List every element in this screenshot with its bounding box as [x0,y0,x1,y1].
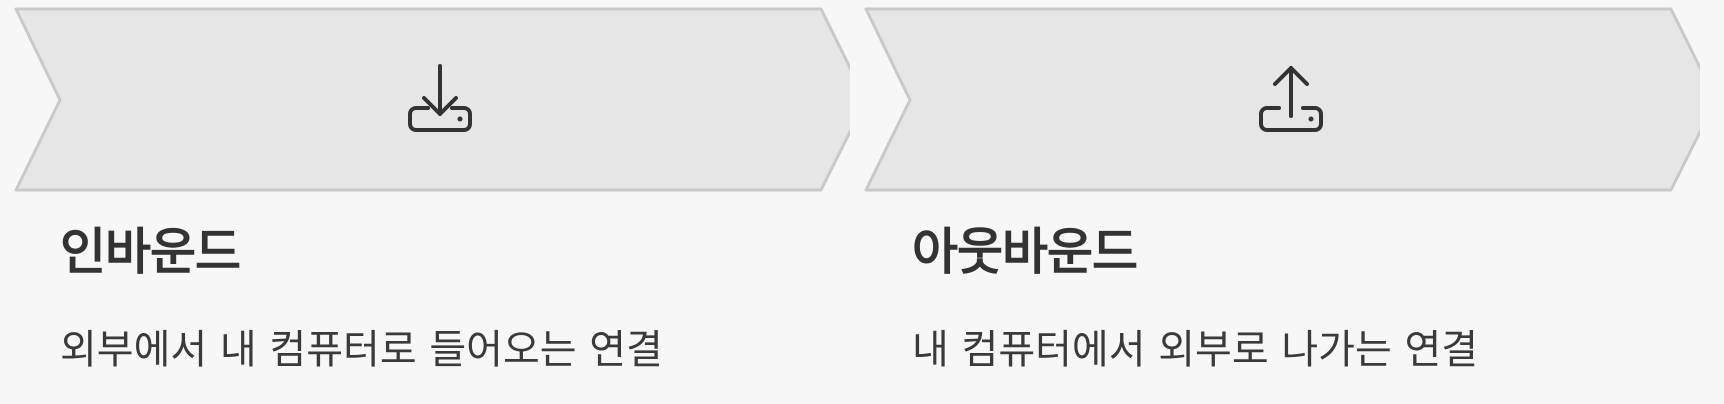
inbound-description: 외부에서 내 컴퓨터로 들어오는 연결 [60,327,663,373]
outbound-title: 아웃바운드 [912,223,1138,281]
download-tray-icon [402,62,478,138]
outbound-chevron-banner [850,0,1700,200]
outbound-description: 내 컴퓨터에서 외부로 나가는 연결 [912,327,1479,373]
upload-tray-icon [1253,62,1329,138]
inbound-card: 인바운드 외부에서 내 컴퓨터로 들어오는 연결 [0,0,850,404]
outbound-card: 아웃바운드 내 컴퓨터에서 외부로 나가는 연결 [850,0,1700,404]
inbound-chevron-banner [0,0,850,200]
inbound-title: 인바운드 [60,223,241,281]
